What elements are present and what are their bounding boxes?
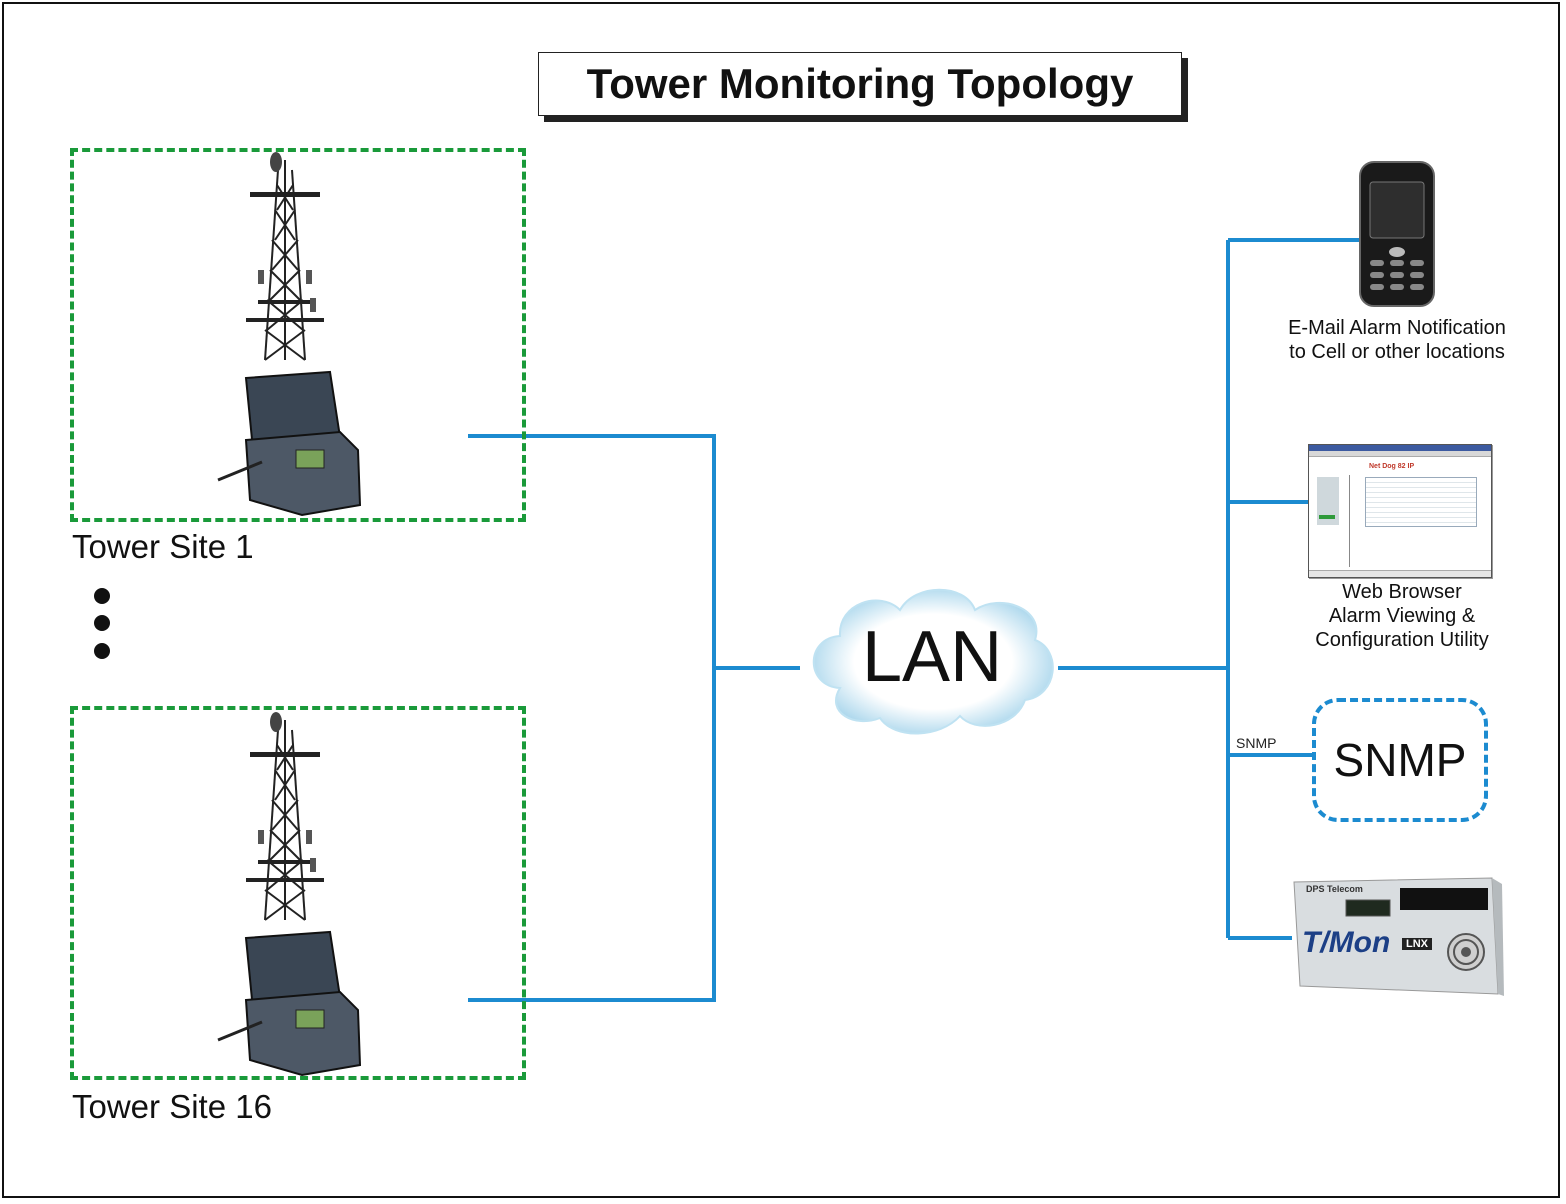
link-site1	[468, 434, 716, 1002]
diagram-title: Tower Monitoring Topology	[586, 60, 1134, 107]
site-label-16: Tower Site 16	[72, 1088, 272, 1125]
timon-brand: DPS Telecom	[1306, 884, 1363, 894]
cell-phone-icon	[1359, 161, 1435, 307]
browser-heading: Net Dog 82 IP	[1369, 463, 1415, 470]
timon-chassis	[1293, 877, 1504, 996]
site-box-1	[70, 148, 526, 522]
site-label-1: Tower Site 1	[72, 528, 254, 565]
browser-caption-line3: Configuration Utility	[1315, 629, 1489, 651]
email-caption-line2: to Cell or other locations	[1289, 341, 1505, 363]
browser-statusbar	[1309, 570, 1491, 577]
ellipsis-dot	[94, 643, 110, 659]
email-caption-line1: E-Mail Alarm Notification	[1288, 317, 1506, 339]
ellipsis-dot	[94, 588, 110, 604]
browser-titlebar	[1309, 445, 1491, 451]
browser-sidebar	[1317, 477, 1339, 525]
timon-logo: T/Mon	[1302, 926, 1391, 959]
browser-caption-line1: Web Browser	[1342, 581, 1462, 603]
timon-unit-icon: DPS Telecom T/Mon LNX	[1292, 876, 1504, 998]
lan-cloud-icon	[812, 588, 1054, 735]
snmp-label: SNMP	[1333, 734, 1467, 786]
browser-toolbar	[1309, 451, 1491, 457]
tower-icon	[217, 152, 362, 517]
title-box: Tower Monitoring Topology	[538, 52, 1182, 116]
browser-caption: Web Browser Alarm Viewing & Configuratio…	[1292, 580, 1512, 652]
tower-icon	[217, 712, 362, 1077]
browser-caption-line2: Alarm Viewing &	[1328, 605, 1476, 627]
email-caption: E-Mail Alarm Notification to Cell or oth…	[1262, 316, 1532, 364]
web-browser-icon: Net Dog 82 IP	[1308, 444, 1492, 578]
site-box-16	[70, 706, 526, 1080]
snmp-box: SNMP	[1312, 698, 1488, 822]
browser-button	[1319, 515, 1335, 519]
snmp-link-label: SNMP	[1236, 735, 1277, 751]
ellipsis-dot	[94, 615, 110, 631]
browser-divider	[1349, 475, 1350, 567]
timon-logo-suffix: LNX	[1402, 938, 1432, 950]
browser-table	[1365, 477, 1477, 527]
lan-label: LAN	[862, 617, 1003, 697]
